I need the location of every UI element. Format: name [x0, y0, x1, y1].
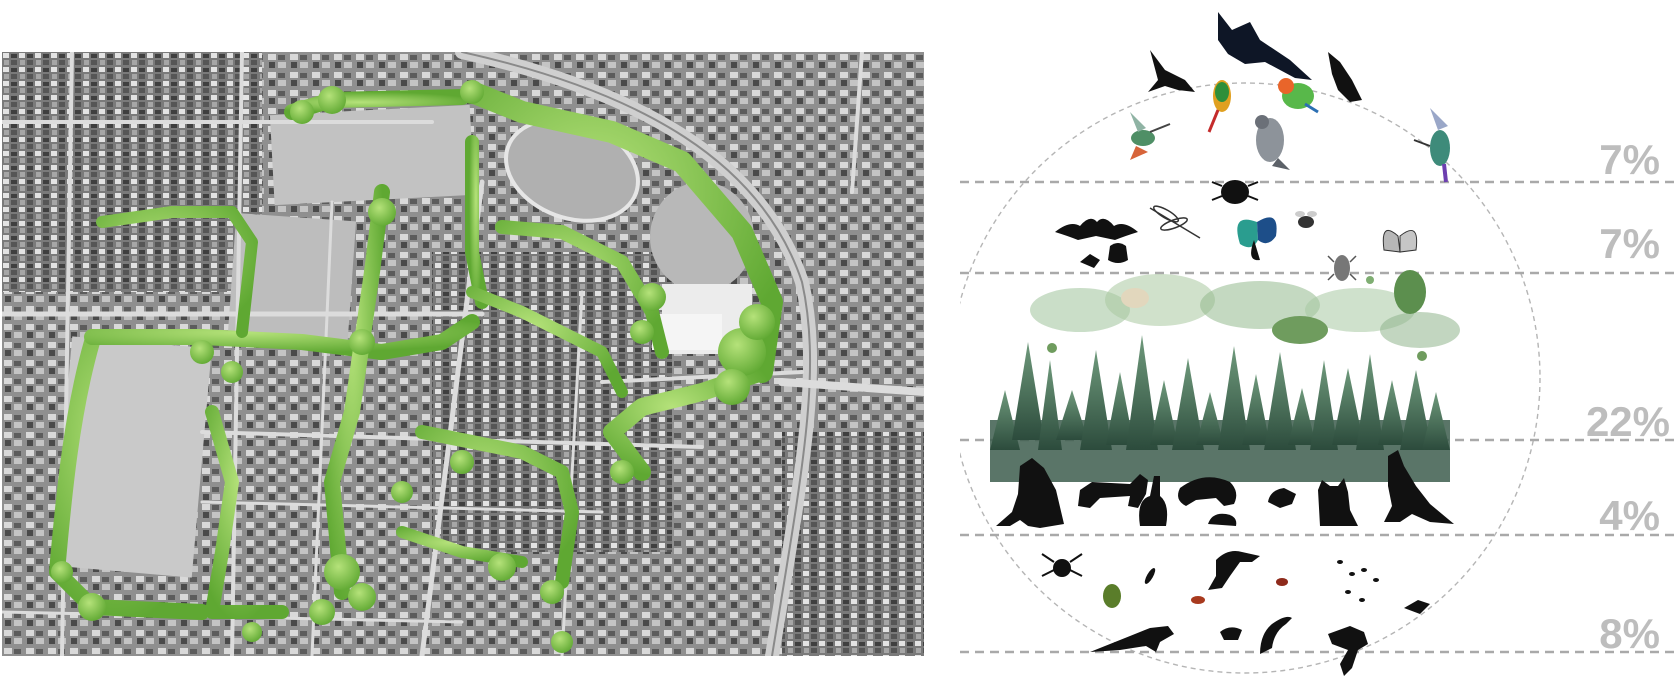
- percent-vegetation: 22%: [1586, 398, 1670, 445]
- mammals-stratum: [996, 450, 1454, 528]
- possum-icon: [1208, 513, 1237, 526]
- hummingbird-icon: [1413, 108, 1450, 183]
- bearded-dragon-icon: [1090, 626, 1174, 652]
- bird-silhouette-icon: [1148, 50, 1195, 92]
- centipede-icon: [1260, 616, 1292, 654]
- ground-fauna-stratum: [1041, 551, 1430, 676]
- wombat-icon: [1178, 477, 1237, 506]
- fox-icon: [996, 458, 1064, 528]
- hummingbird-icon: [1130, 112, 1171, 160]
- cockroach-icon: [1404, 600, 1430, 614]
- cicada-icon: [1327, 255, 1357, 281]
- aerial-map: [2, 52, 924, 656]
- road-network: [2, 52, 924, 656]
- pigeon-icon: [1255, 115, 1290, 170]
- foliage-icon: [1030, 270, 1460, 361]
- percent-flying-insects: 7%: [1599, 220, 1660, 267]
- tree-line-west-upper: [96, 206, 258, 338]
- tree-line-inner-vertical: [465, 135, 489, 309]
- cockroach-icon: [1220, 627, 1242, 640]
- cicada-icon: [1080, 254, 1100, 268]
- lizard-icon: [1328, 626, 1368, 676]
- playing-field-top: [269, 104, 475, 206]
- tree-line-central-vertical: [324, 184, 390, 600]
- bee-icon: [1295, 211, 1317, 228]
- forest-icon: [990, 335, 1450, 482]
- ant-icon: [1191, 596, 1205, 604]
- cat-icon: [1318, 478, 1358, 526]
- cockatoo-silhouette-icon: [1328, 52, 1362, 102]
- bird-silhouette-icon: [1218, 12, 1312, 80]
- butterfly-icon: [1237, 217, 1277, 261]
- rabbit-icon: [1139, 476, 1168, 526]
- flying-insects-stratum: [1055, 180, 1418, 281]
- tree-line-south-grid-2: [415, 425, 579, 589]
- ant-icon: [1276, 578, 1288, 586]
- moth-icon: [1382, 229, 1418, 253]
- shield-bug-icon: [1103, 584, 1121, 608]
- beetle-icon: [1108, 243, 1128, 263]
- kangaroo-icon: [1384, 450, 1454, 524]
- dragonfly-icon: [1149, 205, 1201, 239]
- biodiversity-diagram: 7% 7% 22% 4% 8%: [960, 12, 1674, 676]
- ant-icon: [1337, 560, 1379, 602]
- birds-stratum: [1130, 12, 1450, 183]
- map-texture-block-2: [2, 52, 262, 292]
- percent-ground-fauna: 8%: [1599, 610, 1660, 657]
- spider-icon: [1041, 553, 1083, 577]
- biodiversity-circle: [960, 82, 1541, 674]
- vegetation-stratum: [990, 270, 1460, 482]
- tree-line-main-east-west: [84, 314, 480, 360]
- tree-line-north-2: [461, 81, 783, 383]
- bat-icon: [1055, 218, 1138, 240]
- playing-field-large: [52, 336, 212, 578]
- percent-birds: 7%: [1599, 136, 1660, 183]
- playing-field-mid: [227, 212, 357, 342]
- tree-line-south-grid: [205, 405, 289, 619]
- cat-icon: [1078, 474, 1148, 508]
- parrot-icon: [1207, 80, 1231, 133]
- tree-clusters: [51, 80, 775, 653]
- beetle-icon: [1211, 180, 1259, 204]
- tree-line-mid-grid: [495, 220, 669, 359]
- lizard-icon: [1208, 551, 1260, 590]
- tree-line-mid-east: [466, 286, 628, 398]
- percent-mammals: 4%: [1599, 492, 1660, 539]
- ant-icon: [1144, 568, 1156, 584]
- possum-icon: [1268, 488, 1296, 508]
- tree-canopy-network: [49, 81, 783, 620]
- lovebird-icon: [1278, 78, 1319, 114]
- map-texture-block-1: [432, 252, 672, 552]
